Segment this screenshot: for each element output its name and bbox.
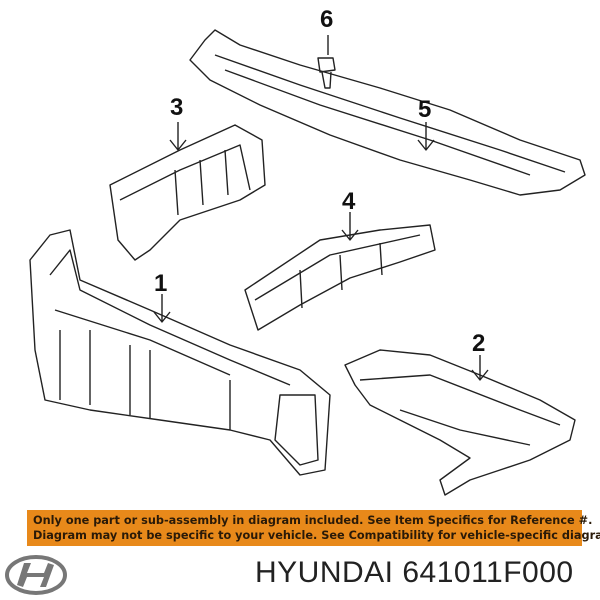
- part-5-cowl-panel: [189, 29, 586, 196]
- part-6-bolt: [317, 57, 336, 89]
- banner-line-2: Diagram may not be specific to your vehi…: [33, 529, 600, 542]
- callout-5: 5: [418, 96, 432, 123]
- disclaimer-banner: Only one part or sub-assembly in diagram…: [27, 510, 600, 546]
- leader-lines: [153, 35, 489, 381]
- hyundai-logo-icon: [5, 555, 67, 595]
- callout-2: 2: [472, 330, 486, 357]
- part-1-radiator-support: [29, 229, 331, 476]
- part-3-air-guard: [109, 124, 266, 261]
- part-2-undercover: [344, 349, 576, 496]
- part-number-caption: HYUNDAI 641011F000: [255, 556, 574, 589]
- callout-4: 4: [342, 188, 356, 215]
- banner-line-1: Only one part or sub-assembly in diagram…: [33, 514, 593, 527]
- callout-6: 6: [320, 6, 334, 33]
- parts-diagram: [29, 29, 586, 496]
- part-4-air-guard: [244, 224, 436, 331]
- callout-1: 1: [154, 270, 168, 297]
- callout-3: 3: [170, 94, 184, 121]
